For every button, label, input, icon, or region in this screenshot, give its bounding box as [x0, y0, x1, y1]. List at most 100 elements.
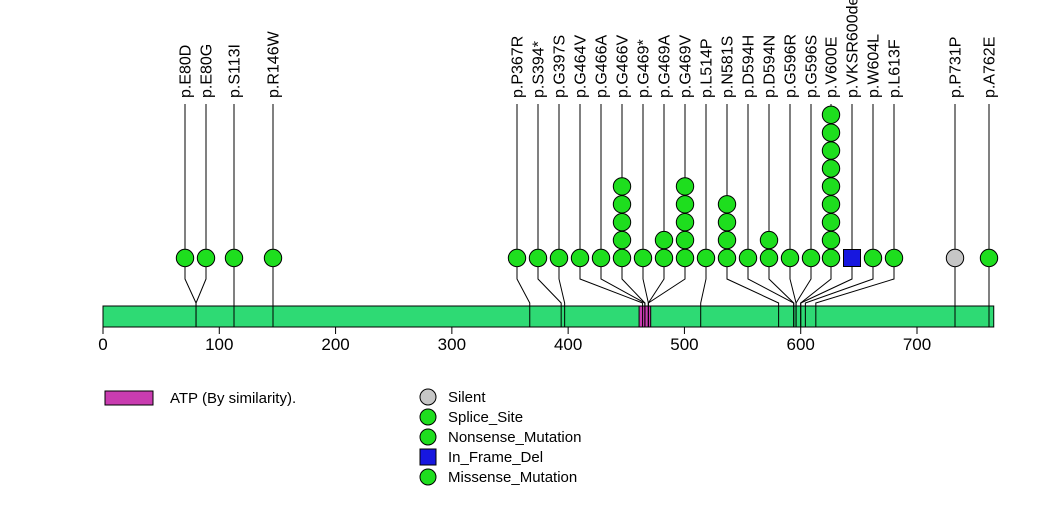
domain-legend: ATP (By similarity). — [104, 390, 296, 407]
mutation-label: p.E80G — [199, 44, 216, 98]
mutation-marker-circle — [780, 248, 800, 268]
mutation-marker-circle — [717, 248, 737, 268]
mutation-marker-circle — [675, 213, 695, 232]
axis-tick-label: 200 — [321, 335, 349, 354]
mutation-marker-circle — [821, 123, 841, 142]
mutation-label: p.N581S — [720, 36, 737, 98]
lollipop-stem — [804, 104, 874, 327]
lollipop-stem — [647, 104, 665, 327]
mutation-label: p.E80D — [178, 45, 195, 98]
lollipop-stem — [537, 104, 562, 327]
mutation-marker-circle — [675, 195, 695, 214]
lollipop-stem — [726, 104, 780, 327]
mutation-marker-circle — [759, 248, 779, 268]
lollipop-stem — [789, 104, 797, 327]
mutation-marker-circle — [633, 248, 653, 268]
mutation-marker-circle — [263, 248, 283, 268]
lollipop-stem — [700, 104, 707, 327]
mutation-marker-circle — [675, 248, 695, 268]
axis-tick-label: 400 — [554, 335, 582, 354]
mutation-marker-circle — [717, 230, 737, 250]
mutation-marker-circle — [801, 248, 821, 268]
domain-legend-swatch — [104, 390, 154, 406]
mutation-marker-circle — [979, 248, 999, 268]
mutation-marker-circle — [675, 177, 695, 196]
mutation-label: p.VKSR600del — [845, 0, 862, 98]
mutation-marker-circle — [945, 248, 965, 268]
mutation-label: p.G466V — [615, 35, 632, 98]
mutation-marker-circle — [591, 248, 611, 268]
mutation-marker-circle — [175, 248, 195, 268]
mutation-label: p.G397S — [552, 35, 569, 98]
mutation-label: p.G466A — [594, 35, 611, 98]
axis-tick-label: 500 — [670, 335, 698, 354]
legend-marker-splice-site-icon — [419, 408, 437, 426]
axis-tick-label: 100 — [205, 335, 233, 354]
mutation-label: p.V600E — [824, 37, 841, 98]
mutation-marker-circle — [738, 248, 758, 268]
mutation-marker-circle — [654, 248, 674, 268]
axis-tick-label: 0 — [98, 335, 107, 354]
mutation-marker-circle — [821, 230, 841, 250]
legend-label-missense: Missense_Mutation — [448, 469, 577, 486]
mutation-marker-circle — [549, 248, 569, 268]
domain-legend-label: ATP (By similarity). — [170, 390, 296, 407]
mutation-marker-circle — [759, 230, 779, 250]
mutation-marker-circle — [821, 213, 841, 232]
lollipop-stem — [642, 104, 649, 327]
mutation-label: p.G469A — [657, 35, 674, 98]
mutation-marker-circle — [696, 248, 716, 268]
mutation-label: p.G596R — [783, 34, 800, 98]
mutation-marker-circle — [821, 105, 841, 125]
axis-tick-label: 600 — [787, 335, 815, 354]
mutation-marker-circle — [654, 230, 674, 250]
mutation-marker-circle — [612, 195, 632, 214]
lollipop-stem — [800, 104, 853, 327]
mutation-label: p.P367R — [510, 36, 527, 98]
mutation-label: p.A762E — [982, 37, 999, 98]
mutation-label: p.S394* — [531, 41, 548, 98]
mutation-marker-circle — [224, 248, 244, 268]
mutation-label: p.L514P — [699, 38, 716, 98]
mutation-marker-circle — [612, 177, 632, 196]
lollipop-stem — [579, 104, 644, 327]
mutation-label: p.D594H — [741, 35, 758, 98]
protein-bar — [102, 305, 995, 328]
legend-marker-silent-icon — [419, 388, 437, 406]
mutation-marker-circle — [570, 248, 590, 268]
mutation-type-legend: Silent Splice_Site Nonsense_Mutation In_… — [419, 388, 581, 486]
axis-tick-label: 700 — [903, 335, 931, 354]
mutation-marker-circle — [821, 195, 841, 214]
legend-marker-nonsense-icon — [419, 428, 437, 446]
legend-label-nonsense: Nonsense_Mutation — [448, 429, 581, 446]
mutation-label: p.P731P — [948, 37, 965, 98]
mutation-marker-circle — [717, 195, 737, 214]
lollipop-stem — [558, 104, 566, 327]
legend-marker-missense-icon — [419, 468, 437, 486]
mutation-marker-circle — [528, 248, 548, 268]
mutation-label: p.R146W — [266, 30, 283, 98]
mutation-label: p.S113I — [227, 44, 244, 98]
lollipop-stem — [747, 104, 795, 327]
mutation-label: p.W604L — [866, 34, 883, 98]
mutation-marker-circle — [196, 248, 216, 268]
mutation-label: p.G469* — [636, 39, 653, 98]
mutation-marker-circle — [821, 141, 841, 160]
mutation-marker-circle — [717, 213, 737, 232]
lollipop-stem — [815, 104, 895, 327]
mutation-marker-circle — [612, 230, 632, 250]
mutation-marker-square — [843, 249, 861, 267]
legend-marker-in-frame-del-icon — [419, 448, 437, 466]
lollipop-stem — [516, 104, 531, 327]
legend-label-splice-site: Splice_Site — [448, 409, 523, 426]
mutation-label: p.G596S — [804, 35, 821, 98]
mutation-marker-circle — [863, 248, 883, 268]
mutation-marker-circle — [675, 230, 695, 250]
lollipop-stem — [795, 104, 812, 327]
mutation-marker-circle — [821, 248, 841, 268]
mutation-label: p.G469V — [678, 35, 695, 98]
mutation-label: p.D594N — [762, 35, 779, 98]
